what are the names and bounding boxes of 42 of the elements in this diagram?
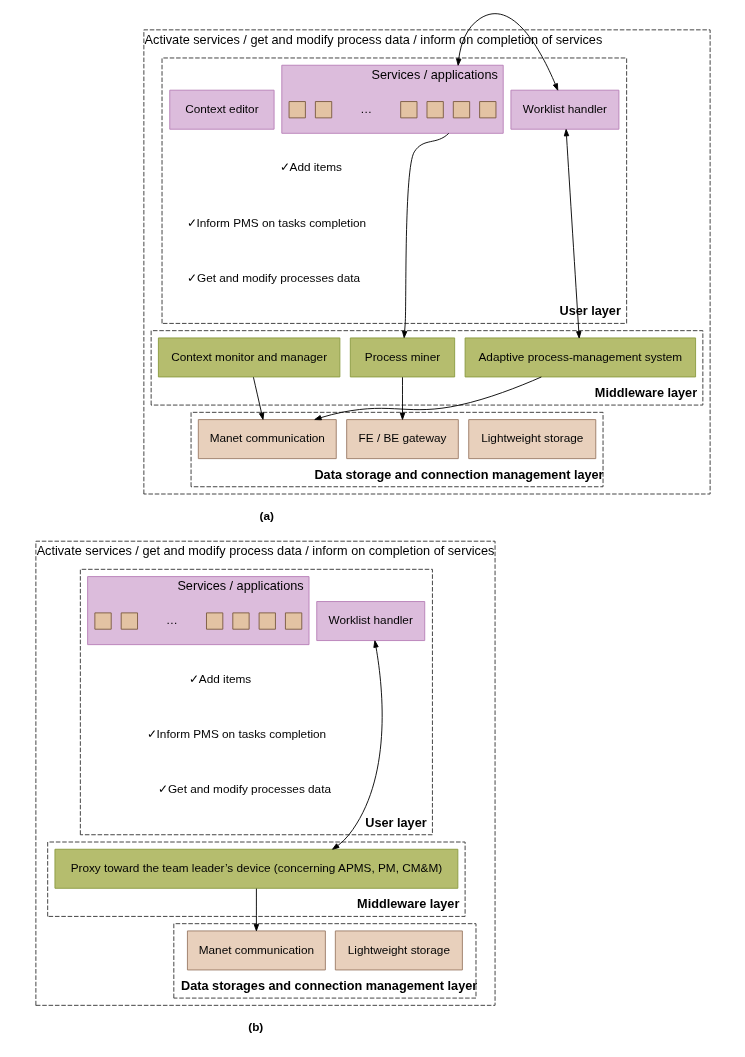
node-box: [205, 612, 223, 630]
node-box: Manet communication: [197, 419, 337, 460]
node-box: Context editor: [168, 89, 275, 130]
node-box: [231, 612, 250, 630]
node-box: Worklist handler: [315, 601, 425, 641]
arrow: [252, 376, 264, 420]
label: (b): [247, 1020, 263, 1034]
label: …: [165, 613, 178, 627]
node-box: [258, 612, 276, 630]
arrow: [401, 132, 449, 339]
node-box: [93, 612, 112, 630]
label: ✓Add items: [279, 160, 342, 174]
arrow: [331, 640, 383, 850]
label: ✓Add items: [188, 671, 251, 685]
node-box: [288, 101, 306, 119]
arrow: [399, 376, 405, 420]
label: ✓Get and modify processes data: [186, 271, 360, 285]
label: ✓Inform PMS on tasks completion: [186, 215, 366, 229]
node-box: Context monitor and manager: [157, 337, 340, 378]
label: ✓Get and modify processes data: [157, 782, 331, 796]
arrow: [313, 376, 542, 421]
node-box: Adaptive process-management system: [464, 337, 696, 378]
label: (a): [259, 508, 274, 522]
arrow: [455, 13, 558, 91]
node-box: Worklist handler: [509, 89, 619, 130]
arrow: [563, 129, 581, 339]
arrow: [253, 888, 259, 932]
node-box: Lightweight storage: [334, 930, 463, 971]
label: …: [359, 101, 372, 115]
node-box: [399, 101, 417, 119]
node-box: [314, 101, 332, 119]
node-box: [426, 101, 444, 119]
node-box: [120, 612, 138, 630]
node-box: [478, 101, 496, 119]
node-box: FE / BE gateway: [345, 419, 459, 460]
node-box: [452, 101, 470, 119]
label: ✓Inform PMS on tasks completion: [146, 727, 326, 741]
node-box: [284, 612, 302, 630]
node-box: Proxy toward the team leader’s device (concerning APMS, PM, CM&M): [54, 848, 458, 889]
node-box: Manet communication: [186, 930, 326, 971]
node-box: Lightweight storage: [467, 419, 596, 460]
node-box: Process miner: [349, 337, 455, 378]
